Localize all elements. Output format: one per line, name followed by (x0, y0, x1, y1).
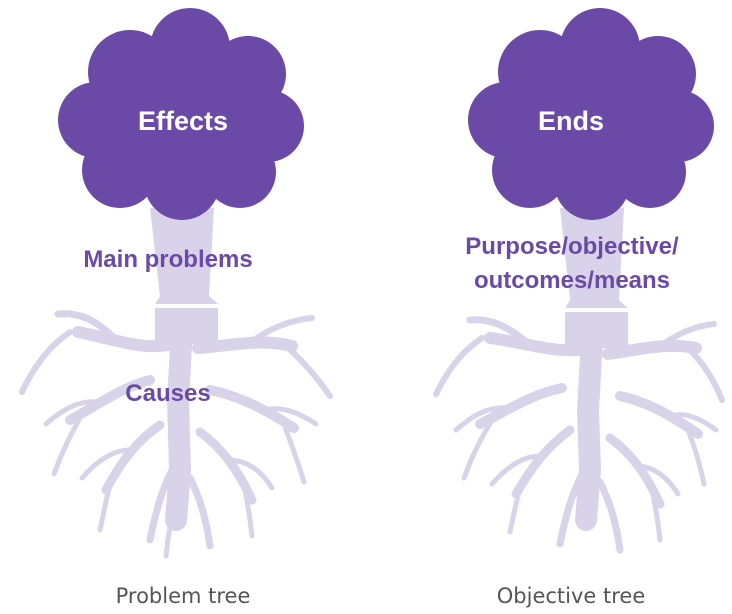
effects-label: Effects (137, 106, 229, 136)
objective-tree-roots (433, 316, 725, 554)
objective-tree-crown (468, 8, 714, 220)
problem-tree-illustration (19, 8, 333, 559)
problem-tree-trunk-base (155, 308, 218, 344)
problem-tree-trunk (150, 208, 218, 304)
ends-label: Ends (537, 106, 604, 136)
objective-tree-trunk-base (565, 312, 628, 348)
objective-trunk-label-line2: outcomes/means (473, 267, 671, 294)
main-problems-label: Main problems (83, 246, 253, 273)
objective-tree-trunk (560, 208, 628, 308)
objective-tree-caption: Objective tree (496, 584, 646, 608)
problem-tree-roots (19, 310, 333, 559)
objective-trunk-label-line1: Purpose/objective/ (465, 233, 679, 260)
problem-tree-crown (58, 8, 304, 220)
problem-tree-caption: Problem tree (115, 584, 251, 608)
objective-tree-illustration (433, 8, 725, 554)
objective-tree: Ends Purpose/objective/ outcomes/means O… (366, 0, 732, 614)
causes-label: Causes (125, 380, 211, 407)
problem-tree: Effects Main problems Causes Problem tre… (19, 8, 333, 608)
